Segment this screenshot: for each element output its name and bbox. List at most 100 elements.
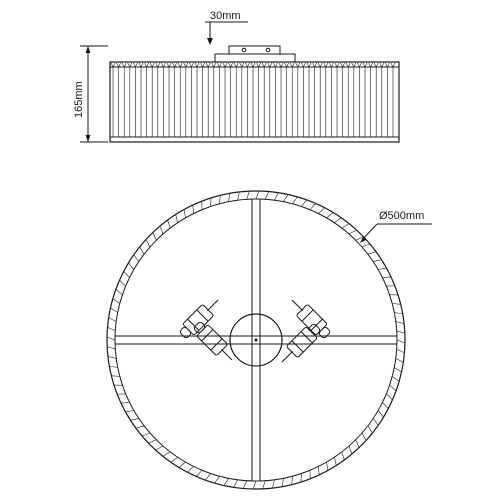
crystal-rod-tip [340,62,345,68]
crystal-bead [361,243,371,248]
crystal-bead [394,367,402,373]
crystal-rod-tip [267,62,273,68]
crystal-rod-tip [161,62,166,68]
crystal-rod-tip [390,62,396,68]
crystal-bead [125,410,134,413]
crystal-bead [378,267,387,270]
crystal-bead [382,402,389,409]
crystal-bead [123,271,130,278]
crystal-rod-tip [228,62,233,68]
crystal-rod-tip [345,62,351,68]
lamp-socket-bottom-right [281,323,321,363]
side-view: 30mm 165mm [73,10,400,143]
crystal-rod-tip [177,62,183,68]
crystal-bead [214,476,220,484]
crystal-bead [382,276,391,278]
crystal-rod-tip [273,62,278,68]
crystal-bead [237,191,240,201]
crystal-rod-tip [250,62,256,68]
crystal-bead [392,376,400,382]
crystal-rod-tip [323,62,329,68]
crystal-bead [367,425,373,434]
crystal-bead [262,480,266,489]
crystal-rod-tip [379,62,385,68]
outer-ring [106,190,406,490]
crystal-rod-tip [144,62,149,68]
crystal-bead [246,191,250,200]
crystal-bead [108,317,117,322]
crystal-bead [395,321,405,324]
crystal-bead [155,445,164,451]
crystal-bead [139,246,145,255]
crystal-rod-tip [133,62,138,68]
crystal-bead [167,219,171,229]
mounting-screw-right [265,47,271,53]
crystal-bead [243,480,248,489]
height-dimension-arrow-bottom [85,135,91,142]
crystal-rod-tip [155,62,161,68]
crystal-rod-tip [256,62,261,68]
crystal-rod-tip [149,62,155,68]
crystal-bead [283,194,289,202]
crystal-bead [255,190,260,200]
crystal-bead [372,418,379,426]
crystal-rod-tip [373,62,379,68]
crystal-bead [281,478,284,487]
crystal-bead [111,375,120,377]
crystal-bead [175,214,178,223]
crystal-bead [326,462,329,471]
crystal-rod-tip [205,62,211,68]
crystal-bead [396,330,405,334]
crystal-rod-tip [317,62,323,68]
crystal-bead [148,439,157,444]
crystal-bead [301,199,307,207]
crystal-rod-tip [368,62,373,68]
crystal-bead [348,229,357,235]
crystal-bead [326,212,334,219]
crystal-bead [119,280,126,287]
crystal-bead [386,393,393,400]
crystal-bead [133,254,140,262]
crystal-rod-tip [138,62,144,68]
crystal-rod-tip [172,62,177,68]
crystal-bead [367,251,377,255]
crystal-rod-tip [306,62,312,68]
crystal-bead [389,385,397,391]
diameter-leader [362,223,378,240]
crystal-rod-tip [239,62,245,68]
crystal-bead [355,439,360,448]
crystal-rod-tip [289,62,295,68]
crystal-rod-tip [217,62,222,68]
crystal-bead [228,193,231,202]
crystal-rod-tip [329,62,334,68]
crystal-bead [219,195,221,204]
crystal-bead [396,348,405,353]
lamp-socket-top-left [179,299,219,339]
top-dimension-arrowhead [207,38,213,45]
crystal-bead [121,402,130,404]
crystal-rod-tip [357,62,362,68]
crystal-bead [341,451,345,461]
crystal-bead [152,232,157,241]
crystal-bead [318,466,320,475]
central-hub [229,313,283,367]
mounting-plate [228,45,281,55]
crystal-rod-tip [189,62,194,68]
crystal-bead [272,479,275,489]
crystal-bead [252,480,257,490]
crystal-bead [130,418,139,421]
crystal-rod-tip [222,62,228,68]
crystal-bead [334,457,337,466]
hub-screw [254,338,258,342]
crystal-bead [292,196,298,204]
diameter-dimension-label: Ø500mm [379,210,424,222]
crystal-bead [109,365,118,368]
height-dimension-label: 165mm [73,81,85,118]
crystal-rod-tip [334,62,340,68]
crystal-bead [395,358,404,363]
crystal-bead [348,445,353,455]
crystal-rod-tip [385,62,390,68]
crystal-bead [205,473,211,481]
crystal-rod-tip [127,62,133,68]
